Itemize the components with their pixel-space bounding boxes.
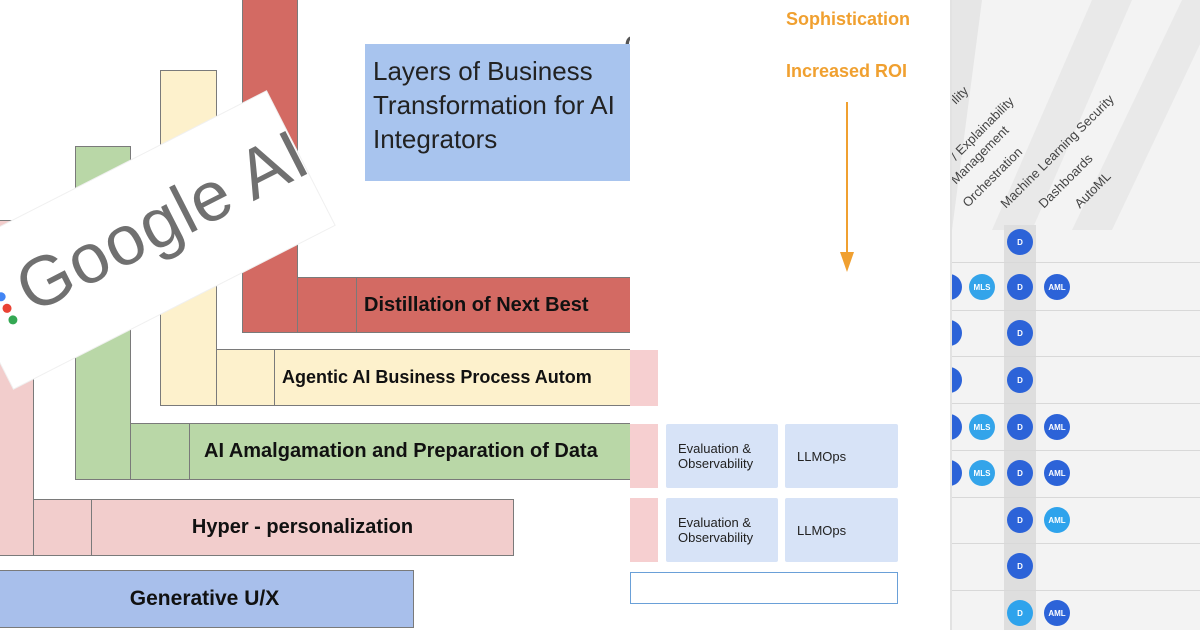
badge-partial (952, 274, 962, 300)
layer-label: Distillation of Next Best (364, 293, 589, 316)
row-divider (952, 310, 1200, 311)
layer-label-box (91, 499, 514, 556)
evaluation-cell: Evaluation & Observability (666, 424, 778, 488)
badge-d: D (1007, 320, 1033, 346)
row-divider (952, 262, 1200, 263)
feature-matrix: ility / Explainability Management Orches… (950, 0, 1200, 630)
badge-d: D (1007, 414, 1033, 440)
badge-aml: AML (1044, 414, 1070, 440)
layer-label: AI Amalgamation and Preparation of Data (204, 440, 598, 462)
layer-label-box (189, 423, 636, 480)
badge-mls: MLS (969, 274, 995, 300)
layer-green-horizontal (131, 423, 191, 480)
badge-d: D (1007, 367, 1033, 393)
badge-aml: AML (1044, 274, 1070, 300)
badge-d: D (1007, 274, 1033, 300)
row-divider (952, 450, 1200, 451)
layer-label: Hyper - personalization (191, 516, 414, 538)
title-box: Layers of Business Transformation for AI… (365, 44, 630, 181)
badge-d: D (1007, 507, 1033, 533)
llmops-cell: LLMOps (785, 498, 898, 562)
badge-aml: AML (1044, 507, 1070, 533)
sophistication-label: Sophistication (786, 9, 911, 29)
arrow-head-icon (840, 252, 854, 272)
increased-roi-label: Increased ROI (786, 61, 908, 81)
row-divider (952, 543, 1200, 544)
pink-cell (630, 350, 658, 406)
layer-pink-horizontal (34, 499, 92, 556)
page-title: Layers of Business Transformation for AI… (373, 56, 615, 154)
layer-label-box (0, 570, 414, 628)
badge-partial (952, 367, 962, 393)
layer-label-box (274, 349, 636, 406)
pink-cell (630, 424, 658, 488)
layer-label: Generative U/X (129, 587, 280, 610)
badge-d: D (1007, 229, 1033, 255)
evaluation-cell: Evaluation & Observability (666, 498, 778, 562)
badge-partial (952, 460, 962, 486)
layer-yellow-horizontal (217, 349, 275, 406)
badge-d: D (1007, 553, 1033, 579)
badge-aml: AML (1044, 600, 1070, 626)
row-divider (952, 356, 1200, 357)
badge-mls: MLS (969, 460, 995, 486)
layer-label: Agentic AI Business Process Autom (282, 367, 592, 387)
badge-partial (952, 414, 962, 440)
down-arrow-icon (846, 102, 848, 258)
row-divider (952, 497, 1200, 498)
middle-panel: Sophistication Increased ROI Evaluation … (630, 0, 950, 630)
row-divider (952, 403, 1200, 404)
badge-partial (952, 320, 962, 346)
llmops-cell: LLMOps (785, 424, 898, 488)
header-stripes (952, 0, 1200, 230)
badge-d: D (1007, 600, 1033, 626)
badge-d: D (1007, 460, 1033, 486)
empty-input-cell (630, 572, 898, 604)
pink-cell (630, 498, 658, 562)
badge-mls: MLS (969, 414, 995, 440)
layer-label-box (356, 277, 636, 333)
badge-aml: AML (1044, 460, 1070, 486)
row-divider (952, 590, 1200, 591)
layer-red-horizontal (298, 277, 358, 333)
